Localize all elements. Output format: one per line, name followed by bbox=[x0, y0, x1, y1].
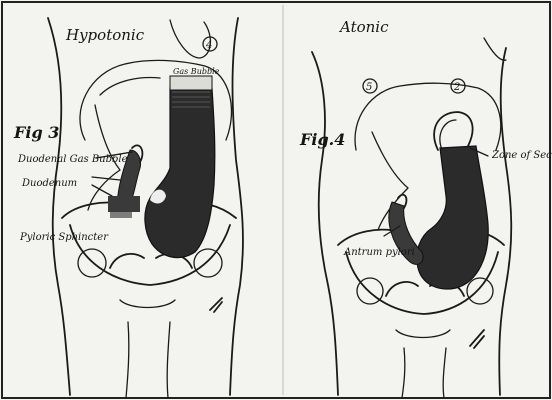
circled-number-left: 4 bbox=[205, 40, 212, 51]
label-duodenum: Duodenum bbox=[21, 178, 77, 189]
label-atonic: Atonic bbox=[338, 18, 389, 36]
label-gas-bubble: Gas Bubble bbox=[173, 67, 220, 76]
thighs-right bbox=[402, 348, 446, 398]
heart-right bbox=[484, 38, 506, 60]
pylorus-left bbox=[108, 196, 140, 212]
label-fig3: Fig 3 bbox=[13, 123, 59, 142]
label-hypotonic: Hypotonic bbox=[65, 26, 145, 44]
hip-joint-left-b bbox=[194, 249, 222, 277]
pointer-duodenum bbox=[92, 177, 120, 180]
pyloric-shading bbox=[110, 212, 132, 218]
circled-number-right-b: 2 bbox=[453, 82, 460, 93]
hip-joint-right-a bbox=[357, 278, 383, 304]
label-zone-of-secretion: Zone of Secretion bbox=[491, 150, 552, 161]
fundus-loop-inner bbox=[440, 120, 456, 150]
figure-4-drawing bbox=[312, 38, 511, 398]
stomach-hypotonic bbox=[145, 88, 215, 258]
label-fig4: Fig.4 bbox=[299, 130, 345, 149]
thighs-left bbox=[126, 322, 170, 398]
rib-cage-right bbox=[355, 83, 501, 150]
diaphragm-left bbox=[100, 78, 160, 95]
stomach-atonic bbox=[417, 146, 488, 289]
pubic-left bbox=[120, 300, 175, 308]
label-antrum-pylori: Antrum pylori bbox=[343, 247, 415, 258]
gas-bubble-left bbox=[170, 76, 212, 90]
circled-number-right-a: 5 bbox=[366, 82, 372, 93]
artist-mark-left bbox=[210, 298, 222, 312]
pubic-right bbox=[396, 330, 450, 338]
hip-joint-right-b bbox=[467, 278, 493, 304]
label-pyloric-sphincter: Pyloric Sphincter bbox=[19, 232, 109, 243]
label-duodenal-gas-bubble: Duodenal Gas Bubble bbox=[17, 154, 128, 165]
hip-joint-left-a bbox=[78, 249, 106, 277]
artist-mark-right bbox=[470, 330, 484, 348]
